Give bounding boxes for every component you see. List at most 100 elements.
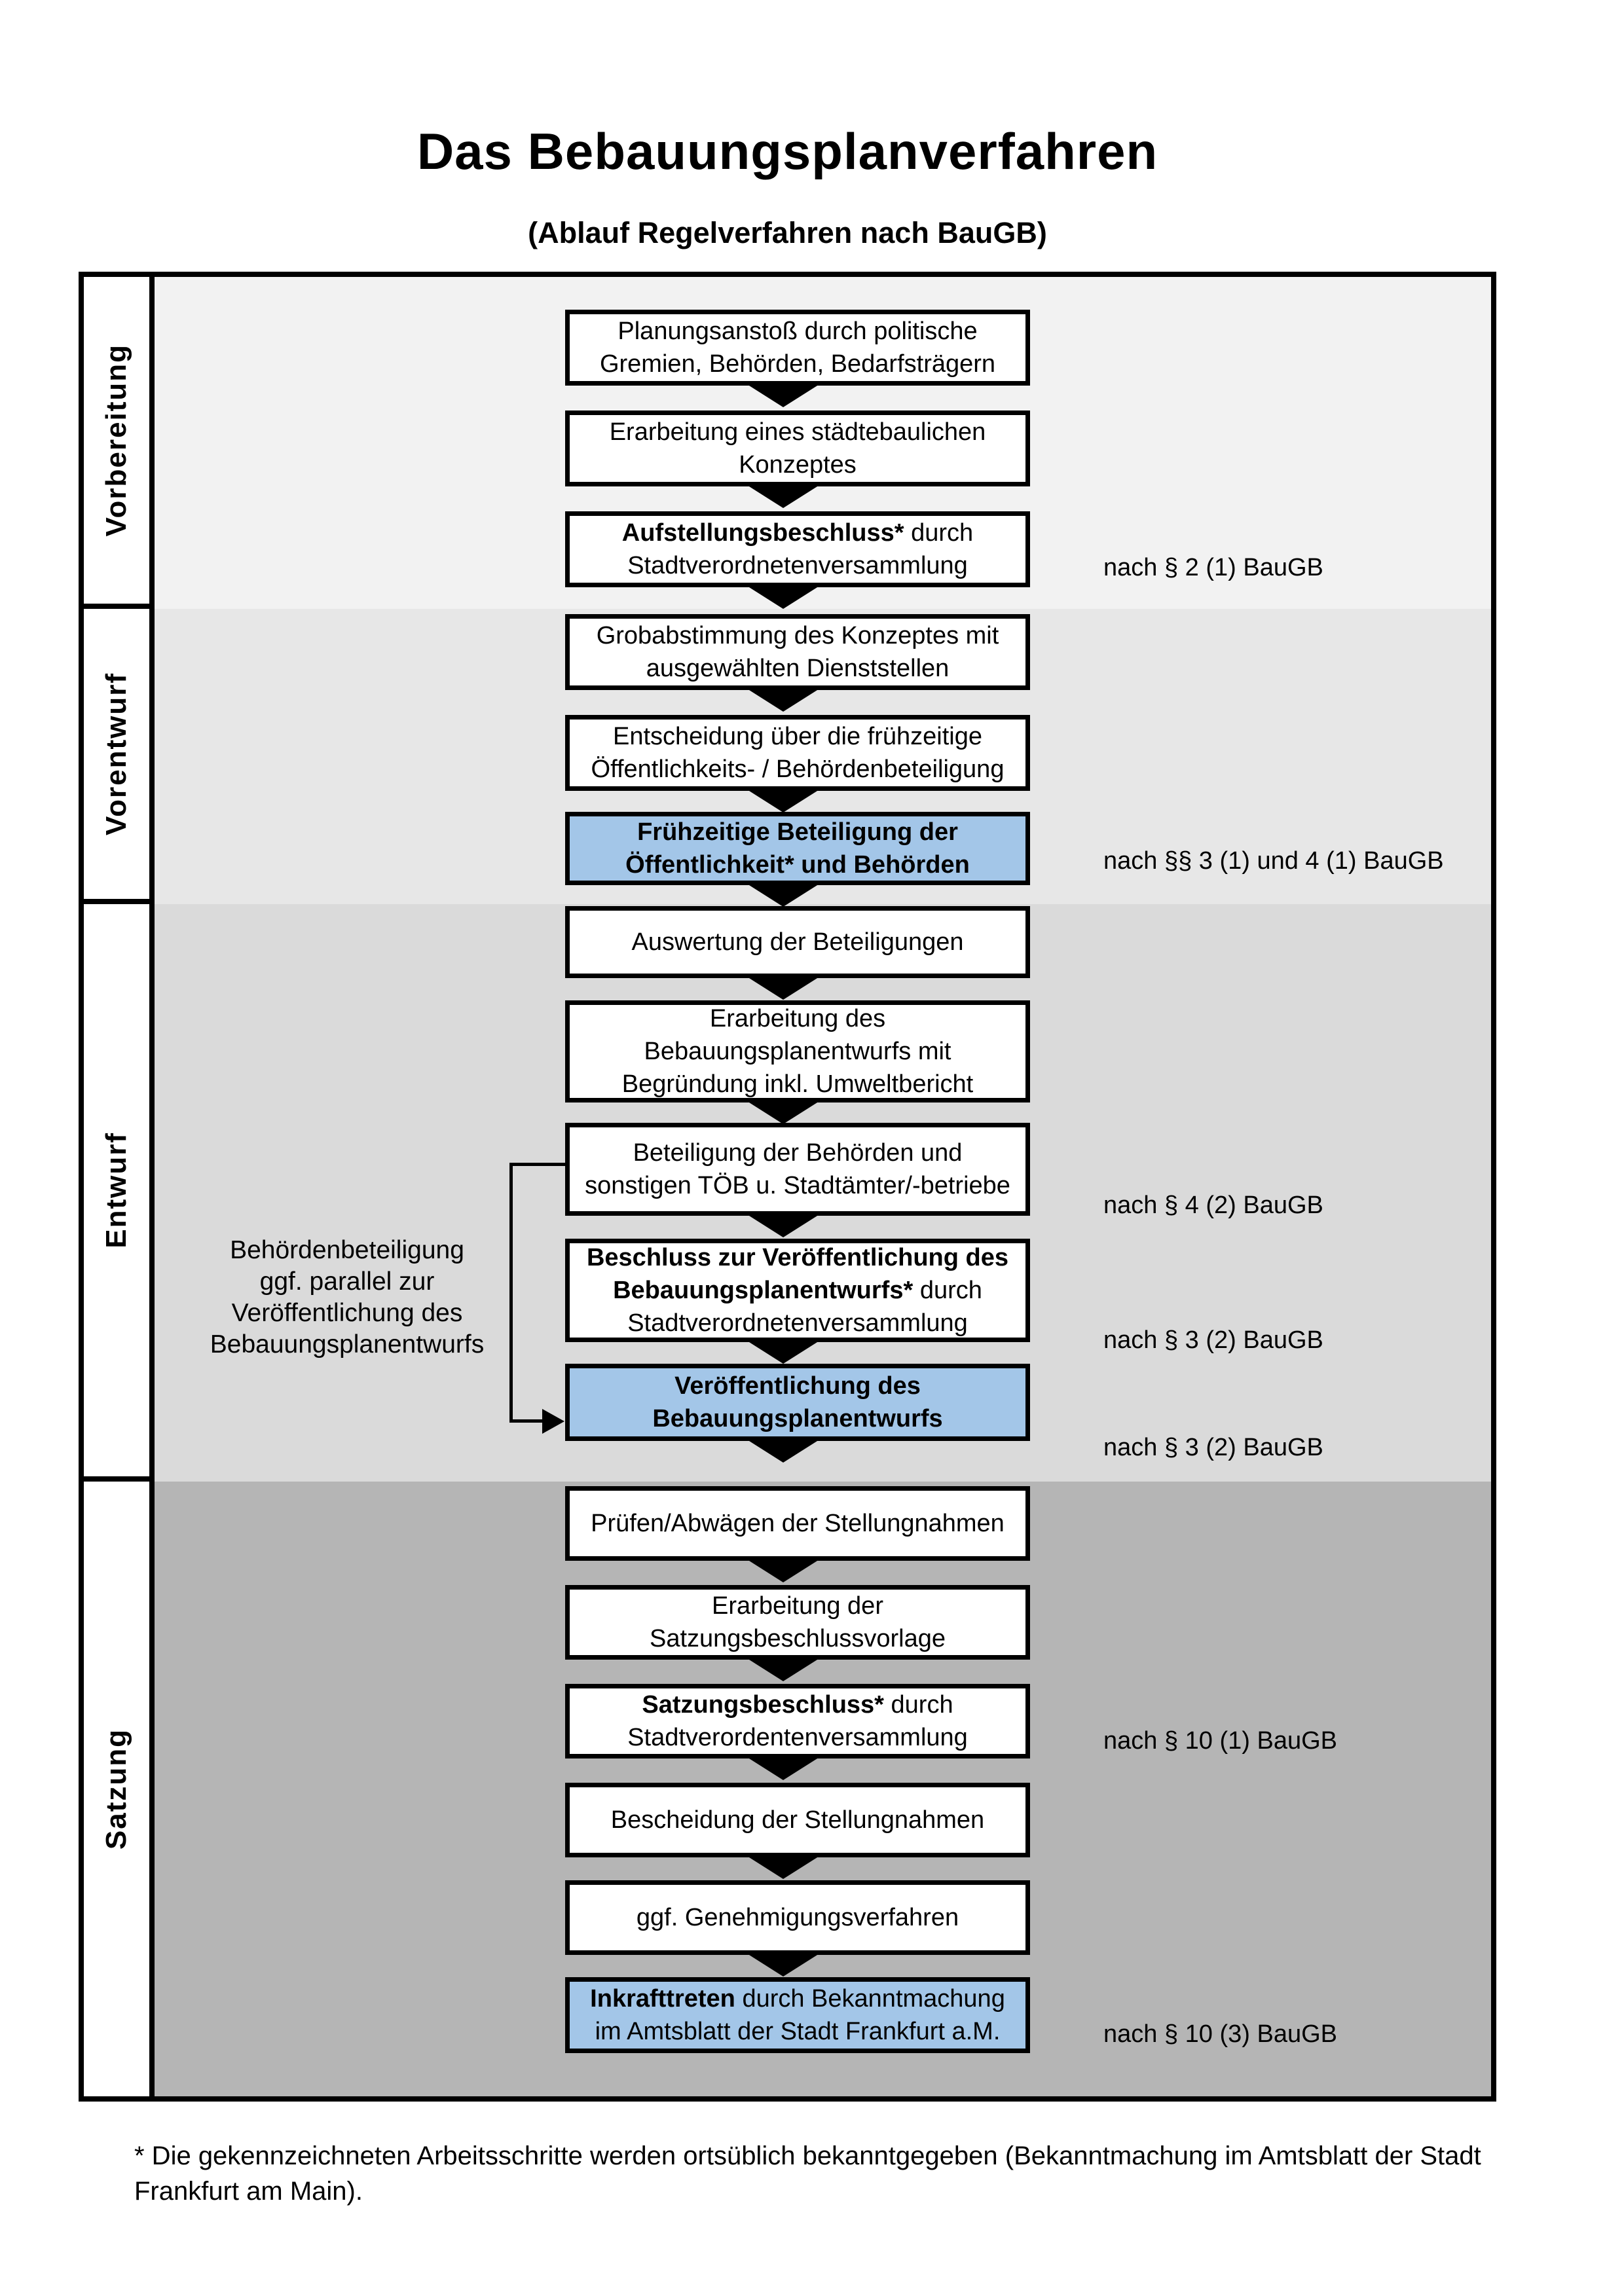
side-note-line: Behördenbeteiligung bbox=[230, 1236, 464, 1264]
phase-cell-satzung: Satzung bbox=[84, 1482, 155, 2096]
flow-box-inkrafttreten: Inkrafttreten durch Bekanntmachung im Am… bbox=[565, 1977, 1030, 2053]
phase-cell-entwurf: Entwurf bbox=[84, 904, 155, 1482]
legal-ref-beschluss-veroeffentlichung: nach § 3 (2) BauGB bbox=[1103, 1326, 1323, 1354]
down-arrow bbox=[744, 584, 822, 609]
down-arrow bbox=[744, 1656, 822, 1681]
flow-box-auswertung: Auswertung der Beteiligungen bbox=[565, 906, 1030, 978]
flow-box-text: Satzungsbeschluss* durch bbox=[642, 1688, 953, 1721]
down-arrow bbox=[744, 788, 822, 812]
connector-line-vertical bbox=[509, 1163, 513, 1422]
footnote: * Die gekennzeichneten Arbeitsschritte w… bbox=[134, 2138, 1549, 2209]
down-arrow bbox=[744, 687, 822, 712]
down-arrow bbox=[744, 882, 822, 907]
flow-box-text: Beteiligung der Behörden und bbox=[633, 1139, 963, 1167]
phase-label-vorentwurf: Vorentwurf bbox=[100, 672, 132, 835]
flow-box-text: Stadtverordnetenversammlung bbox=[627, 552, 968, 579]
flow-box-text-bold: Inkrafttreten bbox=[590, 1985, 735, 2013]
legal-ref-veroeffentlichung: nach § 3 (2) BauGB bbox=[1103, 1434, 1323, 1461]
down-arrow bbox=[744, 975, 822, 1000]
flow-box-planungsanstoss: Planungsanstoß durch politische Gremien,… bbox=[565, 310, 1030, 386]
side-note-line: Bebauungsplanentwurfs bbox=[210, 1330, 485, 1358]
flow-box-aufstellungsbeschluss: Aufstellungsbeschluss* durch Stadtverord… bbox=[565, 511, 1030, 587]
flow-box-text: im Amtsblatt der Stadt Frankfurt a.M. bbox=[595, 2018, 1001, 2045]
flow-box-entscheidung-beteiligung: Entscheidung über die frühzeitige Öffent… bbox=[565, 715, 1030, 791]
legal-ref-satzungsbeschluss: nach § 10 (1) BauGB bbox=[1103, 1727, 1337, 1755]
footnote-line: * Die gekennzeichneten Arbeitsschritte w… bbox=[134, 2141, 1481, 2170]
flow-box-text-bold: Aufstellungsbeschluss* bbox=[621, 519, 904, 547]
phase-label-vorbereitung: Vorbereitung bbox=[100, 344, 132, 537]
flow-box-text: ausgewählten Dienststellen bbox=[646, 655, 950, 682]
flow-box-text: durch bbox=[913, 1277, 982, 1304]
connector-line-horizontal-top bbox=[509, 1163, 565, 1166]
diagram-frame: Vorbereitung Vorentwurf Entwurf Satzung bbox=[79, 272, 1496, 2102]
phase-cell-vorbereitung: Vorbereitung bbox=[84, 277, 155, 609]
flow-box-text: Bebauungsplanentwurfs* durch bbox=[613, 1274, 982, 1307]
flow-box-text: Aufstellungsbeschluss* durch bbox=[622, 517, 973, 549]
flow-box-text: Öffentlichkeits- / Behördenbeteiligung bbox=[591, 756, 1005, 783]
flow-box-text: Erarbeitung des bbox=[709, 1005, 886, 1032]
down-arrow bbox=[744, 1952, 822, 1977]
flow-box-fruehzeitige-beteiligung: Frühzeitige Beteiligung der Öffentlichke… bbox=[565, 812, 1030, 885]
flow-box-veroeffentlichung: Veröffentlichung des Bebauungsplanentwur… bbox=[565, 1364, 1030, 1441]
flow-box-text: durch bbox=[883, 1691, 953, 1719]
down-arrow bbox=[744, 1212, 822, 1237]
flow-box-text: Gremien, Behörden, Bedarfsträgern bbox=[599, 350, 996, 378]
flow-box-text: Planungsanstoß durch politische bbox=[618, 318, 978, 345]
flow-box-staedtebauliches-konzept: Erarbeitung eines städtebaulichen Konzep… bbox=[565, 410, 1030, 486]
flow-box-genehmigungsverfahren: ggf. Genehmigungsverfahren bbox=[565, 1880, 1030, 1955]
flow-box-erarbeitung-entwurf: Erarbeitung des Bebauungsplanentwurfs mi… bbox=[565, 1000, 1030, 1102]
page-title: Das Bebauungsplanverfahren bbox=[416, 122, 1158, 180]
legal-ref-beteiligung-behoerden: nach § 4 (2) BauGB bbox=[1103, 1192, 1323, 1219]
flow-box-text: Stadtverordnetenversammlung bbox=[627, 1309, 968, 1337]
flow-box-bescheidung: Bescheidung der Stellungnahmen bbox=[565, 1783, 1030, 1857]
down-arrow bbox=[744, 1854, 822, 1879]
flow-box-satzungsbeschlussvorlage: Erarbeitung der Satzungsbeschlussvorlage bbox=[565, 1585, 1030, 1660]
flow-box-text: Begründung inkl. Umweltbericht bbox=[621, 1070, 974, 1098]
flow-box-text: Bebauungsplanentwurfs bbox=[652, 1405, 943, 1432]
flow-box-beschluss-veroeffentlichung: Beschluss zur Veröffentlichung des Bebau… bbox=[565, 1239, 1030, 1342]
flow-box-text: Frühzeitige Beteiligung der bbox=[637, 818, 958, 846]
legal-ref-inkrafttreten: nach § 10 (3) BauGB bbox=[1103, 2020, 1337, 2048]
flow-box-text: durch bbox=[904, 519, 974, 547]
side-note-behoerdenbeteiligung: Behördenbeteiligung ggf. parallel zur Ve… bbox=[190, 1235, 504, 1360]
phase-label-column: Vorbereitung Vorentwurf Entwurf Satzung bbox=[84, 277, 155, 2096]
flow-box-text: Veröffentlichung des bbox=[674, 1372, 921, 1400]
flow-box-text-bold: Beschluss zur Veröffentlichung des bbox=[586, 1244, 1009, 1271]
flow-box-grobabstimmung: Grobabstimmung des Konzeptes mit ausgewä… bbox=[565, 614, 1030, 690]
phase-cell-vorentwurf: Vorentwurf bbox=[84, 609, 155, 904]
flow-box-beteiligung-behoerden: Beteiligung der Behörden und sonstigen T… bbox=[565, 1123, 1030, 1216]
phase-label-entwurf: Entwurf bbox=[100, 1132, 132, 1248]
connector-arrowhead-icon bbox=[542, 1409, 564, 1434]
flow-box-text: Bebauungsplanentwurfs mit bbox=[644, 1038, 951, 1065]
side-note-line: ggf. parallel zur bbox=[259, 1267, 435, 1296]
flow-box-text: Konzeptes bbox=[739, 451, 857, 479]
phase-label-satzung: Satzung bbox=[100, 1728, 132, 1850]
legal-ref-fruehzeitige-beteiligung: nach §§ 3 (1) und 4 (1) BauGB bbox=[1103, 847, 1444, 875]
flow-box-pruefen-abwaegen: Prüfen/Abwägen der Stellungnahmen bbox=[565, 1486, 1030, 1561]
footnote-line: Frankfurt am Main). bbox=[134, 2177, 363, 2206]
down-arrow bbox=[744, 1755, 822, 1780]
down-arrow bbox=[744, 1339, 822, 1364]
down-arrow bbox=[744, 1099, 822, 1124]
flow-box-text: sonstigen TÖB u. Stadtämter/-betriebe bbox=[585, 1172, 1010, 1199]
flow-box-text: Auswertung der Beteiligungen bbox=[631, 928, 964, 956]
flow-box-text: Stadtverordentenversammlung bbox=[627, 1724, 968, 1751]
flow-box-text: Grobabstimmung des Konzeptes mit bbox=[596, 622, 999, 649]
flow-box-text: Erarbeitung der bbox=[712, 1592, 883, 1620]
flow-box-text: Bescheidung der Stellungnahmen bbox=[610, 1806, 985, 1834]
flow-box-text-bold: Satzungsbeschluss* bbox=[642, 1691, 884, 1719]
side-note-line: Veröffentlichung des bbox=[231, 1299, 463, 1327]
flow-box-text: Prüfen/Abwägen der Stellungnahmen bbox=[591, 1510, 1005, 1537]
flow-box-text: Erarbeitung eines städtebaulichen bbox=[609, 418, 986, 446]
flow-box-text: Öffentlichkeit* und Behörden bbox=[625, 851, 970, 879]
page-subtitle: (Ablauf Regelverfahren nach BauGB) bbox=[528, 216, 1047, 249]
flow-box-satzungsbeschluss: Satzungsbeschluss* durch Stadtverordente… bbox=[565, 1684, 1030, 1758]
down-arrow bbox=[744, 1438, 822, 1463]
down-arrow bbox=[744, 483, 822, 508]
flow-box-text-bold: Bebauungsplanentwurfs* bbox=[613, 1277, 913, 1304]
flow-box-text: Entscheidung über die frühzeitige bbox=[612, 723, 983, 750]
flow-box-text: durch Bekanntmachung bbox=[735, 1985, 1005, 2013]
flow-box-text: Inkrafttreten durch Bekanntmachung bbox=[590, 1982, 1005, 2015]
down-arrow bbox=[744, 382, 822, 407]
